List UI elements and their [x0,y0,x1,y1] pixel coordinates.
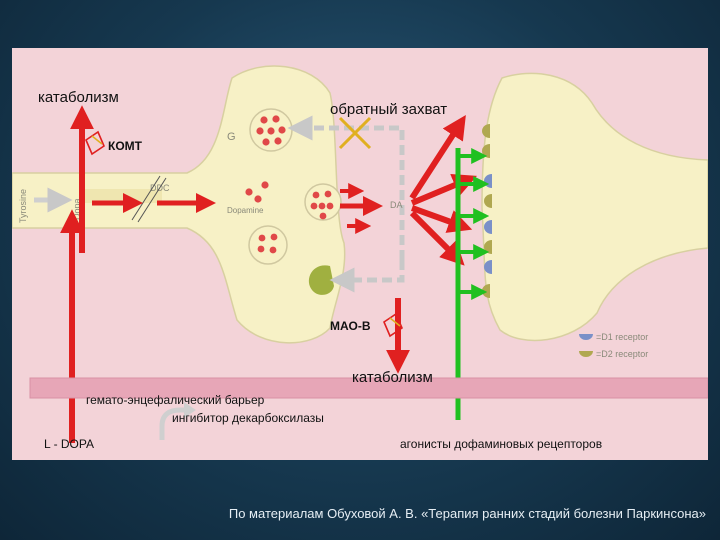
comt-label: КОМТ [108,139,142,153]
vesicle-dot [310,202,318,210]
catabolism-top-label: катаболизм [38,89,119,106]
receptor-d2 [482,284,490,298]
receptor-d1 [484,260,492,274]
comt-mark [85,130,105,156]
d2-legend-icon [579,351,593,357]
vesicle-dot [257,245,265,253]
vesicle-dot [278,126,286,134]
receptor-d2 [484,194,492,208]
vesicle-bottom [248,225,288,265]
vesicle-dot [258,234,266,242]
mao-b-label: МАО-В [330,319,371,333]
d2-legend-label: =D2 receptor [596,349,648,359]
bbb-label: гемато-энцефалический барьер [86,393,265,407]
vesicle-dot [326,202,334,210]
da-label: DA [390,200,403,210]
d1-legend-label: =D1 receptor [596,332,648,342]
l-dopa-label: L - DOPA [44,437,95,451]
vesicle-dot [267,127,275,135]
ddc-slash [137,177,167,223]
reuptake-block-cross [338,116,372,150]
vesicle-dot [318,202,326,210]
mao-enzyme-site [308,265,334,295]
da-arrow [410,205,473,233]
vesicle-dot [324,190,332,198]
mao-mark [383,312,403,338]
dopamine-label: Dopamine [227,206,264,215]
source-credit: По материалам Обуховой А. В. «Терапия ра… [228,506,706,521]
vesicle-dot [260,116,268,124]
dopamine-dot [261,181,269,189]
dopamine-dot [245,188,253,196]
vesicle-dot [269,246,277,254]
vesicle-dot [262,138,270,146]
da-arrow [409,210,465,266]
blood-brain-barrier [29,377,708,399]
dopamine-dot [254,195,262,203]
reuptake-path-top [287,115,405,260]
g-label: G [227,131,236,143]
vesicle-dot [319,212,327,220]
reuptake-path-bottom [329,260,405,293]
da-arrow [409,114,466,200]
vesicle-dot [256,127,264,135]
vesicle-dot [270,233,278,241]
vesicle-dot [272,115,280,123]
receptor-legend: =D1 receptor =D2 receptor [579,332,648,359]
reuptake-label: обратный захват [330,101,448,118]
vesicle-dot [274,137,282,145]
decarb-inhibitor-label: ингибитор декарбоксилазы [172,411,324,425]
postsynaptic-neuron [481,72,708,342]
tyrosine-label: Tyrosine [18,189,28,223]
vesicle-dot [312,191,320,199]
inhibitor-curve-arrow [159,407,188,440]
d1-legend-icon [579,334,593,340]
catabolism-bottom-label: катаболизм [352,369,433,386]
agonists-label: агонисты дофаминовых рецепторов [400,437,603,451]
diagram-panel: G Dopamine DDC Tyrosine Dop [12,48,708,460]
inhibitor-arrow-head [184,402,196,418]
receptor-d1 [482,124,490,138]
synapse-diagram: G Dopamine DDC Tyrosine Dop [12,65,708,443]
